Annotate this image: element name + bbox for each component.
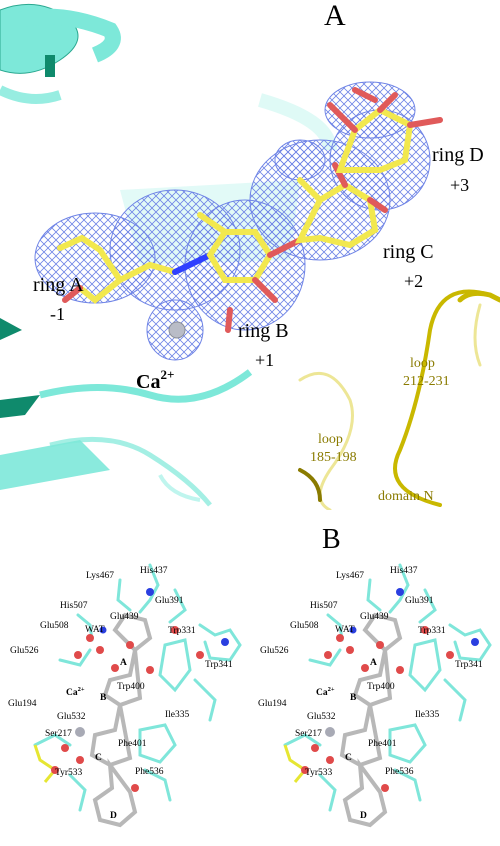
ligand-sticks	[57, 87, 443, 333]
label-ring-c-sub: +2	[404, 271, 423, 291]
ring-d-letter-r: D	[360, 811, 367, 821]
ring-c-letter: C	[95, 753, 102, 763]
label-loop-212-range: 212-231	[403, 374, 450, 389]
res-glu526-r: Glu526	[260, 646, 289, 656]
label-domain-n: domain N	[378, 489, 434, 504]
panel-b-figure: B	[8, 524, 492, 828]
panel-b-letter: B	[322, 524, 341, 555]
helix-top-left	[0, 3, 121, 104]
res-ser217: Ser217	[45, 729, 72, 739]
res-phe536: Phe536	[135, 767, 164, 777]
residues-cyan	[33, 563, 242, 812]
residue-yellow-r	[283, 744, 308, 783]
res-lys467-r: Lys467	[336, 571, 364, 581]
residues-cyan-r	[283, 563, 492, 812]
label-ring-d-sub: +3	[450, 175, 469, 195]
res-glu526: Glu526	[10, 646, 39, 656]
res-glu439-r: Glu439	[360, 612, 389, 622]
label-ring-d: ring D	[432, 144, 484, 166]
sheet-left-3	[0, 440, 110, 490]
ion-label: Ca2+	[66, 686, 85, 698]
label-loop-185: loop	[318, 432, 343, 447]
label-loop-212: loop	[410, 356, 435, 371]
ring-c-letter-r: C	[345, 753, 352, 763]
label-ring-a: ring A	[33, 274, 84, 296]
stereo-view-right: Lys467 His437 His507 Glu391 Glu439 Trp33…	[258, 563, 492, 828]
res-trp341-r: Trp341	[455, 660, 483, 670]
label-ring-a-sub: -1	[50, 304, 65, 324]
ligand-gray-r	[339, 612, 403, 828]
calcium-ion	[168, 321, 186, 339]
res-tyr533: Tyr533	[55, 768, 83, 778]
res-wat-r: WAT	[335, 625, 355, 635]
res-glu194-r: Glu194	[258, 699, 287, 709]
residue-labels-left: Lys467 His437 His507 Glu391 Glu439 Trp33…	[8, 566, 233, 821]
panel-a-figure: A ring A -1 ring B +1 ring C +2 ring D +…	[0, 0, 500, 510]
label-ring-b: ring B	[238, 320, 289, 342]
atoms-r	[301, 588, 479, 792]
res-wat: WAT	[85, 625, 105, 635]
res-phe401: Phe401	[118, 739, 147, 749]
domain-n-coil	[298, 289, 500, 510]
coil-lower-left	[39, 369, 253, 403]
stereo-view-left: Lys467 His437 His507 Glu391 Glu439 Trp33…	[8, 563, 242, 828]
res-his507: His507	[60, 601, 88, 611]
res-trp400: Trp400	[117, 682, 145, 692]
res-trp331-r: Trp331	[418, 626, 446, 636]
panel-a: A ring A -1 ring B +1 ring C +2 ring D +…	[0, 0, 500, 510]
res-trp400-r: Trp400	[367, 682, 395, 692]
residue-yellow	[33, 744, 58, 783]
res-glu532-r: Glu532	[307, 712, 336, 722]
ring-b-letter-r: B	[350, 693, 357, 703]
res-trp331: Trp331	[168, 626, 196, 636]
label-calcium: Ca2+	[136, 367, 174, 393]
res-his507-r: His507	[310, 601, 338, 611]
res-trp341: Trp341	[205, 660, 233, 670]
ring-a-letter: A	[120, 658, 127, 668]
ring-b-letter: B	[100, 693, 107, 703]
res-glu391: Glu391	[155, 596, 184, 606]
ligand-gray	[89, 612, 153, 828]
ring-a-letter-r: A	[370, 658, 377, 668]
coil-lower-left-2	[49, 436, 212, 507]
res-glu391-r: Glu391	[405, 596, 434, 606]
ring-d-letter: D	[110, 811, 117, 821]
res-ile335-r: Ile335	[415, 710, 440, 720]
coil-lower-left-3	[158, 474, 201, 502]
res-ile335: Ile335	[165, 710, 190, 720]
res-glu508-r: Glu508	[290, 621, 319, 631]
residue-labels-right: Lys467 His437 His507 Glu391 Glu439 Trp33…	[258, 566, 483, 821]
label-ring-c: ring C	[383, 241, 434, 263]
res-glu532: Glu532	[57, 712, 86, 722]
res-glu439: Glu439	[110, 612, 139, 622]
res-lys467: Lys467	[86, 571, 114, 581]
res-phe536-r: Phe536	[385, 767, 414, 777]
sheet-left-2	[0, 395, 40, 418]
res-glu194: Glu194	[8, 699, 37, 709]
sheet-left-1	[0, 318, 22, 340]
res-glu508: Glu508	[40, 621, 69, 631]
res-phe401-r: Phe401	[368, 739, 397, 749]
label-loop-185-range: 185-198	[310, 450, 357, 465]
res-his437: His437	[140, 566, 168, 576]
label-ring-b-sub: +1	[255, 350, 274, 370]
ion-label-r: Ca2+	[316, 686, 335, 698]
res-ser217-r: Ser217	[295, 729, 322, 739]
panel-b: B	[0, 520, 500, 846]
res-his437-r: His437	[390, 566, 418, 576]
atoms	[51, 588, 229, 792]
panel-a-letter: A	[324, 0, 346, 32]
res-tyr533-r: Tyr533	[305, 768, 333, 778]
